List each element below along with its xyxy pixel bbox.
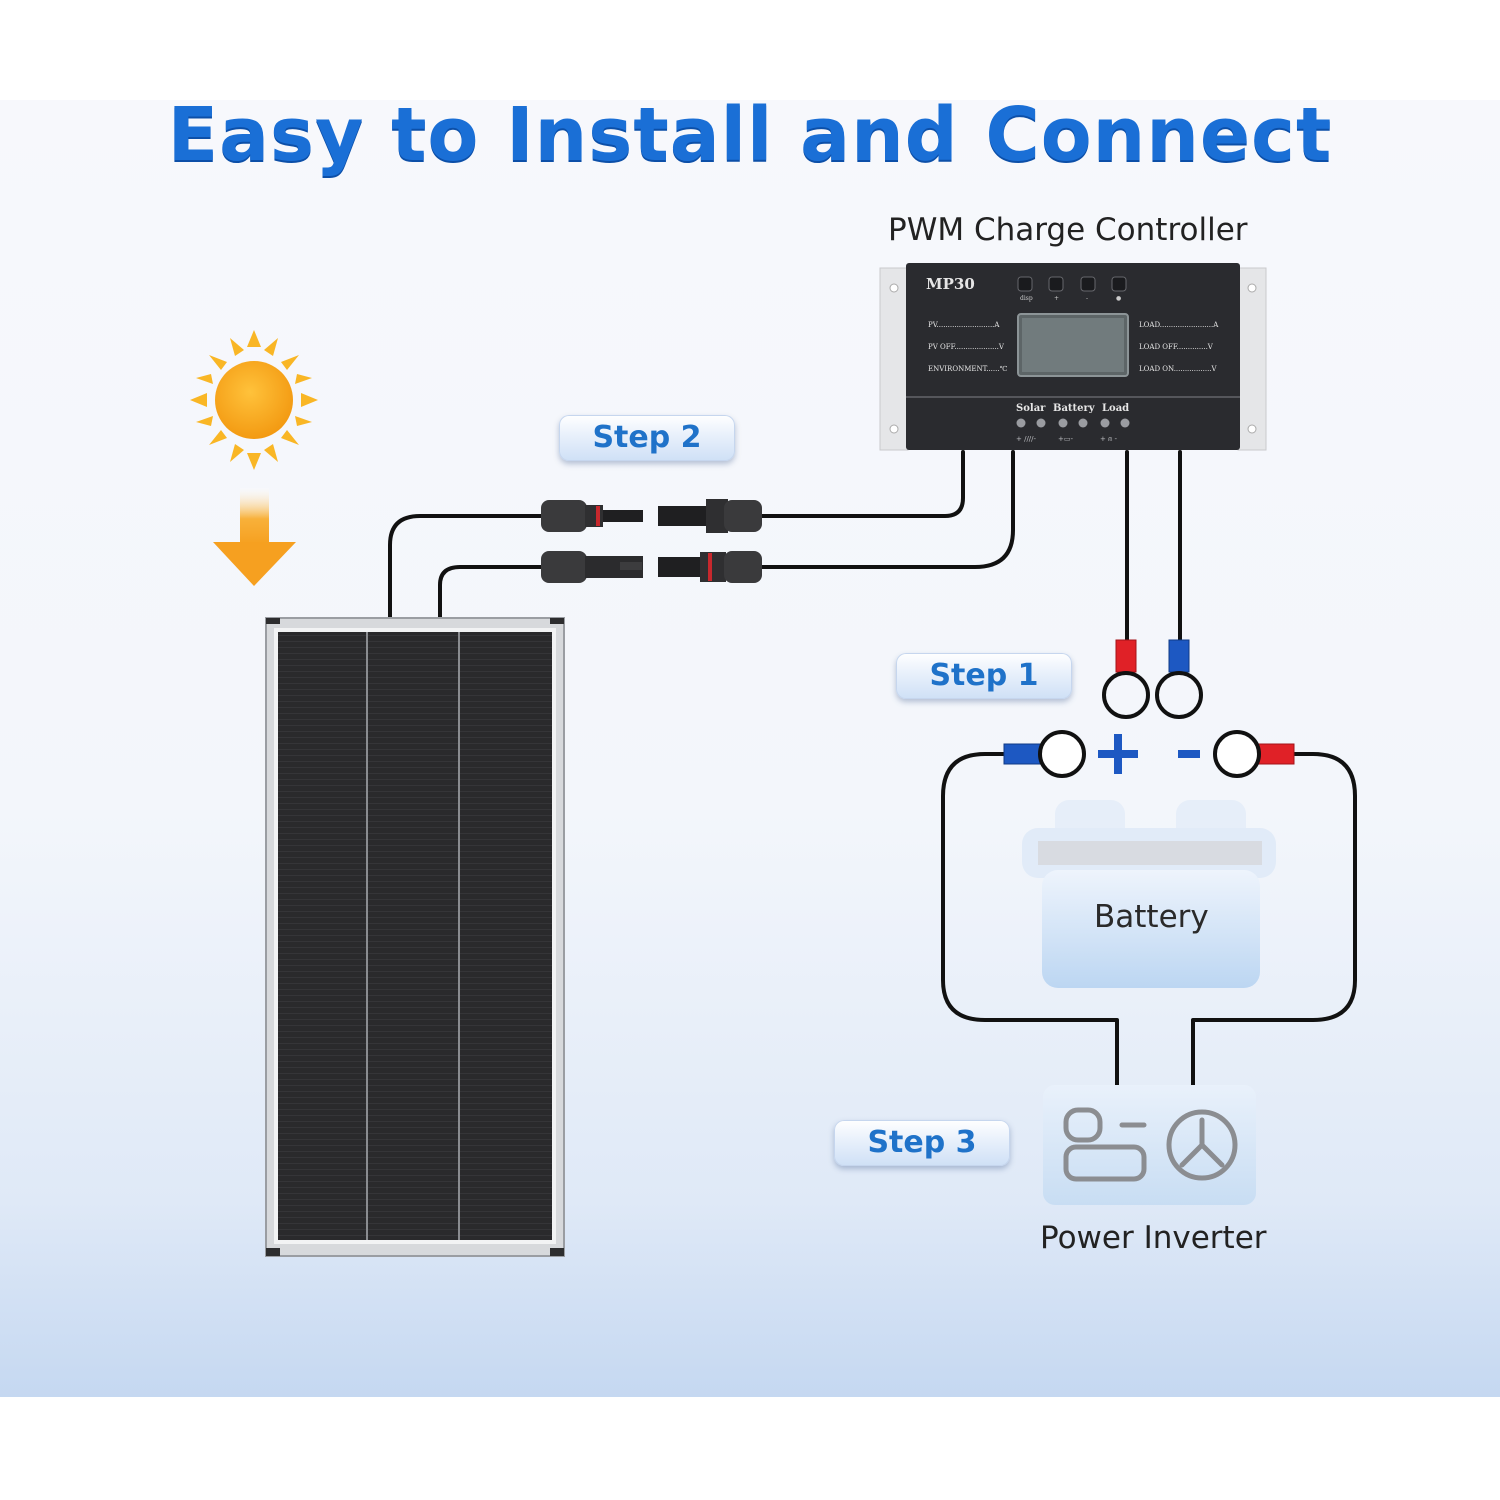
controller-cable-negative: [756, 450, 1015, 569]
mc4-connectors: [541, 499, 762, 583]
mc4-connector-female-top: [658, 499, 762, 533]
controller-row-environment: ENVIRONMENT......℃: [928, 365, 1008, 373]
button-label-plus: +: [1054, 295, 1060, 302]
inverter-cable-negative: [1191, 752, 1357, 1087]
load-ring-terminals: [1102, 639, 1203, 719]
solar-panel: [265, 617, 565, 1257]
battery-label: Battery: [1094, 899, 1209, 935]
svg-text:+ ////-: + ////-: [1016, 435, 1037, 443]
solar-cable-positive: [388, 514, 550, 619]
controller-row-pv: PV..........................A: [928, 321, 1000, 329]
mc4-connector-male-top: [541, 500, 643, 532]
mc4-connector-male-bottom: [541, 551, 643, 583]
controller-buttons: [1017, 276, 1127, 292]
inverter-label: Power Inverter: [1040, 1220, 1267, 1256]
sun-icon: [190, 330, 318, 470]
bulb-icon: ●: [1116, 295, 1122, 302]
svg-text:+ ⍝ -: + ⍝ -: [1100, 435, 1118, 443]
battery-icon: [1022, 800, 1276, 988]
battery-ring-terminals: [1003, 730, 1295, 778]
polarity-marks: [1098, 734, 1200, 774]
terminal-label-solar: Solar: [1016, 403, 1046, 414]
button-label-disp: disp: [1020, 295, 1033, 302]
svg-text:+▭-: +▭-: [1058, 435, 1073, 443]
controller-cable-positive: [756, 450, 965, 518]
step-1-badge: Step 1: [896, 653, 1072, 699]
mc4-connector-female-bottom: [658, 551, 762, 583]
controller-row-load: LOAD........................A: [1139, 321, 1219, 329]
step-2-badge: Step 2: [559, 415, 735, 461]
sunlight-arrow-icon: [213, 488, 296, 586]
power-inverter-icon: [1043, 1085, 1256, 1205]
terminal-label-battery: Battery: [1053, 403, 1095, 414]
controller-row-load-off: LOAD OFF..............V: [1139, 343, 1213, 351]
solar-cable-negative: [438, 565, 550, 619]
controller-label: PWM Charge Controller: [888, 212, 1248, 248]
controller-row-pv-off: PV OFF....................V: [928, 343, 1004, 351]
inverter-cable-positive: [941, 752, 1119, 1087]
cables: [388, 450, 1357, 1087]
charge-controller: + ////- +▭- + ⍝ -: [879, 263, 1267, 451]
controller-model: MP30: [926, 275, 975, 293]
controller-row-load-on: LOAD ON.................V: [1139, 365, 1217, 373]
controller-terminal-screws: [1016, 418, 1130, 428]
page-title: Easy to Install and Connect: [167, 92, 1333, 178]
button-label-minus: -: [1086, 295, 1089, 302]
step-3-badge: Step 3: [834, 1120, 1010, 1166]
terminal-label-load: Load: [1102, 403, 1130, 414]
